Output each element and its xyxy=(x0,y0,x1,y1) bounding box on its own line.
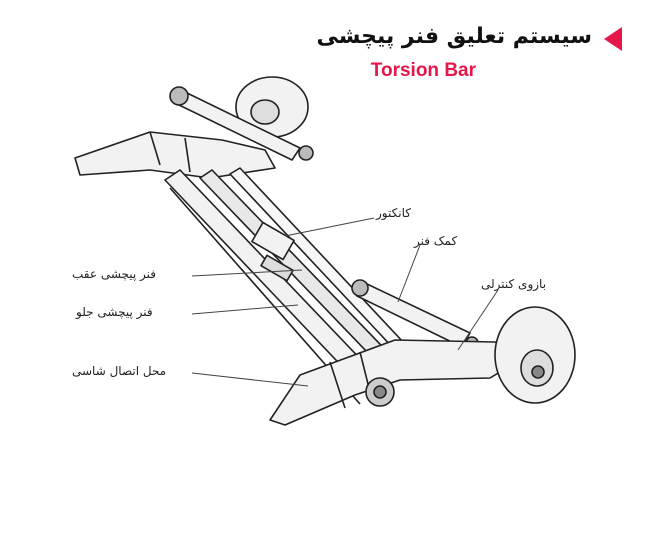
shock-absorber-leader xyxy=(397,244,421,303)
label-control-arm: بازوی کنترلی xyxy=(481,277,547,291)
upper-shock-absorber xyxy=(169,86,314,161)
lower-brake-disc xyxy=(494,306,576,404)
label-connector: کانکتور xyxy=(376,206,411,220)
control-arm-leader xyxy=(457,289,499,351)
torsion-bar-tubes xyxy=(164,167,421,405)
upper-brake-disc xyxy=(235,76,309,138)
front-torsion-bar-leader xyxy=(191,304,299,315)
page-subtitle: Torsion Bar xyxy=(370,60,476,81)
connector-leader xyxy=(284,217,375,237)
chassis-mount-leader xyxy=(191,372,309,387)
rear-torsion-bar-leader xyxy=(191,269,303,277)
title-marker-icon xyxy=(604,27,622,51)
page-title: سیستم تعلیق فنر پیچشی xyxy=(316,24,593,49)
label-shock-absorber: کمک فنر xyxy=(414,234,458,248)
connector-block xyxy=(251,221,295,282)
lower-control-arm xyxy=(269,339,521,426)
label-front-torsion-bar: فنر پیچشی جلو xyxy=(76,305,153,319)
label-rear-torsion-bar: فنر پیچشی عقب xyxy=(72,267,157,281)
upper-trailing-arm xyxy=(74,131,276,179)
leader-lines xyxy=(191,217,499,387)
chassis-mount-bushing xyxy=(365,377,395,407)
label-chassis-mount: محل اتصال شاسی xyxy=(72,364,167,378)
